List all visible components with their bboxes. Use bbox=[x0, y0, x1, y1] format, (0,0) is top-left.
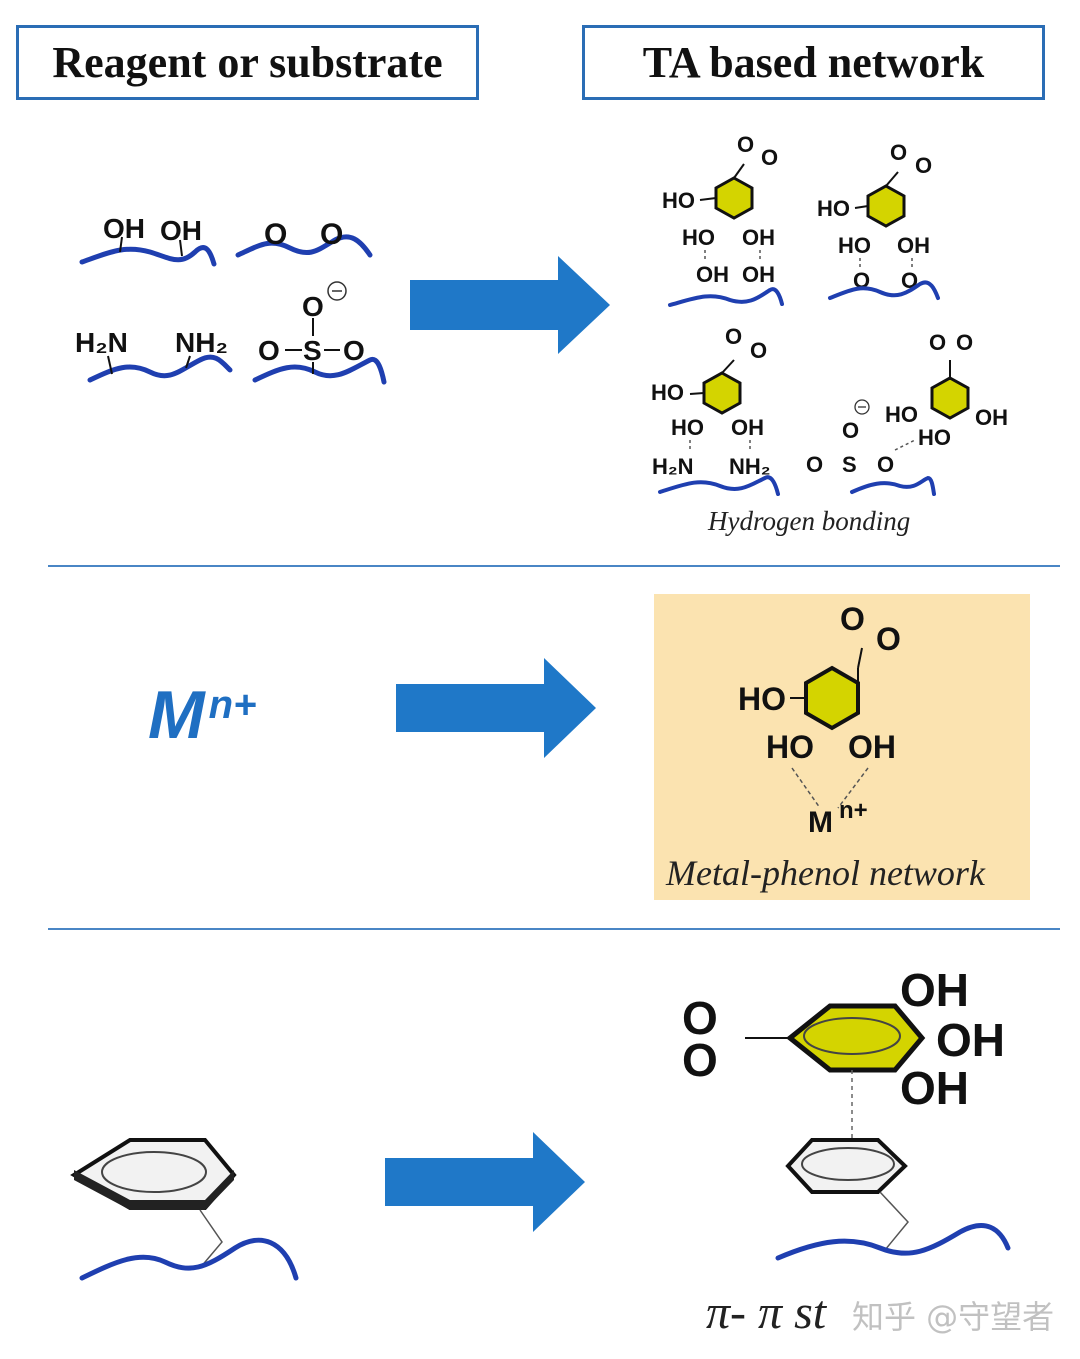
sulfonate-oxygen-label: O bbox=[343, 335, 365, 366]
hydroxyl-label: OH bbox=[900, 1062, 969, 1114]
hydroxyl-label: HO bbox=[817, 196, 850, 221]
carbonyl-label: O bbox=[320, 218, 343, 251]
reagent-hydroxyl-chain: OH OH bbox=[79, 213, 217, 267]
polymer-chain bbox=[79, 1237, 299, 1281]
amine-label: H₂N bbox=[652, 454, 694, 479]
hydrogen-bonding-caption: Hydrogen bonding bbox=[707, 506, 910, 536]
hydroxyl-label: HO bbox=[918, 425, 951, 450]
gallol-ring-icon bbox=[930, 376, 970, 420]
hydroxyl-label: OH bbox=[731, 415, 764, 440]
header-ta-network: TA based network bbox=[582, 25, 1045, 100]
sulfonate-oxygen-label: O bbox=[842, 418, 859, 443]
pi-stacking-product: O O OH OH OH bbox=[682, 964, 1011, 1261]
hydroxyl-label: HO bbox=[651, 380, 684, 405]
negative-charge-icon bbox=[327, 281, 347, 301]
carboxyl-o-label: O bbox=[682, 1034, 718, 1086]
polymer-chain bbox=[850, 475, 936, 496]
carboxyl-o-label: O bbox=[915, 153, 932, 178]
hydroxyl-label: OH bbox=[742, 225, 775, 250]
sulfur-label: S bbox=[842, 452, 857, 477]
reagent-carbonyl-chain: O O bbox=[235, 218, 373, 258]
polymer-chain bbox=[668, 287, 784, 307]
gallol-ring-icon bbox=[804, 665, 860, 731]
polymer-chain bbox=[235, 234, 373, 258]
metal-phenol-caption: Metal-phenol network bbox=[665, 853, 986, 893]
amine-label: H₂N bbox=[75, 327, 128, 358]
row-divider-1 bbox=[48, 565, 1060, 567]
hydroxyl-label: OH bbox=[696, 262, 729, 287]
carbonyl-label: O bbox=[264, 218, 287, 251]
amine-label: NH₂ bbox=[175, 327, 228, 358]
carboxyl-o-label: O bbox=[725, 324, 742, 349]
row-divider-2 bbox=[48, 928, 1060, 930]
carboxyl-o-label: O bbox=[890, 140, 907, 165]
polymer-chain bbox=[658, 475, 780, 496]
hydroxyl-label: HO bbox=[838, 233, 871, 258]
polymer-chain bbox=[775, 1222, 1011, 1261]
sulfur-label: S bbox=[303, 335, 322, 366]
hydroxyl-label: HO bbox=[885, 402, 918, 427]
hydroxyl-label: OH bbox=[160, 215, 202, 246]
sulfonate-oxygen-label: O bbox=[806, 452, 823, 477]
benzene-reagent bbox=[70, 1138, 299, 1281]
sulfonate-oxygen-label: O bbox=[302, 291, 324, 322]
amine-label: NH₂ bbox=[729, 454, 771, 479]
gallol-ring-icon bbox=[702, 371, 742, 415]
carboxyl-o-label: O bbox=[876, 621, 901, 657]
negative-charge-icon bbox=[854, 399, 870, 415]
reagent-amine-chain: H₂N NH₂ bbox=[75, 327, 233, 383]
product-amine-hbond: O O HO HO OH H₂N NH₂ bbox=[651, 324, 780, 496]
header-reagent-substrate: Reagent or substrate bbox=[16, 25, 479, 100]
metal-phenol-highlight-box bbox=[654, 594, 1030, 900]
carboxyl-o-label: O bbox=[929, 330, 946, 355]
hydroxyl-label: OH bbox=[936, 1014, 1005, 1066]
product-hydroxyl-hbond: O O HO HO OH OH OH bbox=[662, 132, 784, 307]
sulfonate-oxygen-label: O bbox=[877, 452, 894, 477]
reagent-sulfonate-chain: O S O O bbox=[252, 281, 387, 385]
pi-stacking-caption: π- π st bbox=[706, 1286, 828, 1339]
hydroxyl-label: OH bbox=[103, 213, 145, 244]
carboxyl-o-label: O bbox=[840, 601, 865, 637]
carboxyl-o-label: O bbox=[956, 330, 973, 355]
hydroxyl-label: OH bbox=[848, 729, 896, 765]
polymer-chain bbox=[252, 356, 387, 385]
reaction-arrow-3 bbox=[385, 1132, 585, 1232]
polymer-chain bbox=[828, 280, 940, 300]
reaction-arrow-2 bbox=[396, 658, 596, 758]
polymer-chain bbox=[79, 245, 217, 267]
carboxyl-o-label: O bbox=[737, 132, 754, 157]
hydroxyl-label: HO bbox=[738, 681, 786, 717]
carboxyl-o-label: O bbox=[682, 992, 718, 1044]
hydroxyl-label: HO bbox=[671, 415, 704, 440]
hydroxyl-label: OH bbox=[975, 405, 1008, 430]
header-left-label: Reagent or substrate bbox=[52, 38, 443, 87]
hydroxyl-label: HO bbox=[662, 188, 695, 213]
polymer-chain bbox=[87, 354, 233, 383]
sulfonate-oxygen-label: O bbox=[258, 335, 280, 366]
hydroxyl-label: HO bbox=[766, 729, 814, 765]
carboxyl-o-label: O bbox=[750, 338, 767, 363]
product-carbonyl-hbond: O O HO HO OH O O bbox=[817, 140, 940, 300]
gallol-ring-icon bbox=[866, 184, 906, 228]
product-sulfonate-hbond: O O HO OH HO O S O O bbox=[806, 330, 1008, 496]
carboxyl-o-label: O bbox=[761, 145, 778, 170]
hydroxyl-label: HO bbox=[682, 225, 715, 250]
reaction-arrow-1 bbox=[410, 256, 610, 354]
watermark: 知乎 @守望者 bbox=[852, 1298, 1055, 1336]
header-right-label: TA based network bbox=[642, 38, 985, 87]
gallol-ring-icon bbox=[714, 176, 754, 220]
hydroxyl-label: OH bbox=[742, 262, 775, 287]
hydroxyl-label: OH bbox=[897, 233, 930, 258]
hydroxyl-label: OH bbox=[900, 964, 969, 1016]
